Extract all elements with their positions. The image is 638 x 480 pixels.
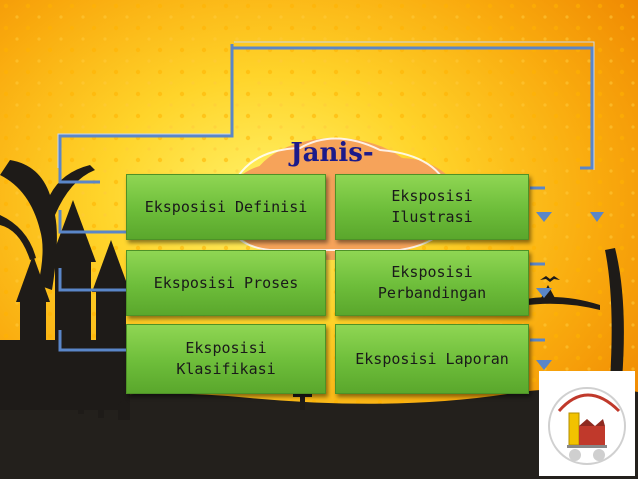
box-eksposisi-proses: Eksposisi Proses	[126, 250, 326, 316]
box-eksposisi-definisi: Eksposisi Definisi	[126, 174, 326, 240]
factory-logo-icon	[539, 371, 635, 476]
box-eksposisi-ilustrasi: Eksposisi Ilustrasi	[335, 174, 529, 240]
box-eksposisi-perbandingan: Eksposisi Perbandingan	[335, 250, 529, 316]
box-eksposisi-klasifikasi: Eksposisi Klasifikasi	[126, 324, 326, 394]
diagram-title: Janis-	[290, 138, 374, 168]
box-eksposisi-laporan: Eksposisi Laporan	[335, 324, 529, 394]
